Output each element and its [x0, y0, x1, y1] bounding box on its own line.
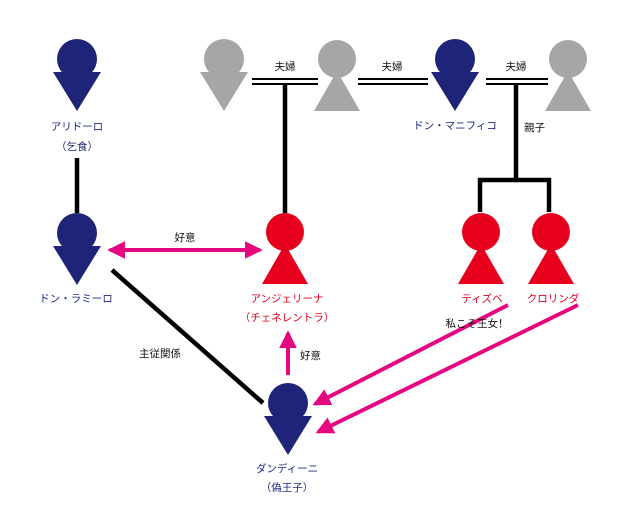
label-princess-claim: 私こそ王女！ [446, 317, 509, 330]
arrow-clorinda-dandini [315, 303, 579, 434]
figure-magnifico [431, 39, 479, 111]
figures [53, 39, 591, 455]
name-angelina: アンジェリーナ [250, 293, 323, 305]
female-figure-icon [549, 40, 587, 78]
name-magnifico: ドン・マニフィコ [413, 120, 497, 132]
female-figure-icon [462, 213, 500, 251]
label-master-servant: 主従関係 [139, 347, 181, 360]
label-couple-1: 夫婦 [275, 61, 296, 73]
name-labels: アリドーロ （乞食） ドン・マニフィコ ドン・ラミーロ アンジェリーナ （チェネ… [39, 120, 579, 494]
female-figure-body [545, 71, 591, 111]
figure-dandini [264, 383, 312, 455]
grey-female-figure-2 [545, 40, 591, 111]
male-figure-body [53, 72, 101, 111]
figure-tisbe [458, 213, 504, 284]
name-dandini: ダンディーニ [256, 462, 318, 475]
name-clorinda: クロリンダ [527, 292, 580, 305]
grey-female-figure-1 [314, 40, 360, 111]
figure-ramiro [53, 213, 101, 285]
male-figure-body [53, 246, 101, 285]
male-figure-icon [268, 383, 308, 423]
name-tisbe: ティズベ [461, 292, 502, 305]
figure-aridoro [53, 39, 101, 111]
master-servant-line [110, 268, 265, 405]
male-figure-body [431, 72, 479, 111]
male-figure-body [264, 416, 312, 455]
label-affection-1: 好意 [175, 231, 196, 244]
label-couple-2: 夫婦 [382, 61, 403, 73]
relation-labels: 夫婦 夫婦 夫婦 親子 好意 好意 主従関係 私こそ王女！ [139, 61, 545, 362]
male-figure-body [200, 72, 248, 111]
grey-male-figure-1 [200, 39, 248, 111]
name-ramiro: ドン・ラミーロ [39, 293, 113, 305]
sub-aridoro: （乞食） [56, 140, 98, 153]
label-affection-2: 好意 [300, 349, 321, 362]
figure-clorinda [528, 213, 574, 284]
female-figure-body [458, 244, 504, 284]
female-figure-body [528, 244, 574, 284]
relationship-lines [74, 78, 552, 405]
female-figure-icon [266, 213, 304, 251]
female-figure-body [262, 244, 308, 284]
male-figure-icon [57, 39, 97, 79]
female-figure-icon [532, 213, 570, 251]
female-figure-icon [318, 40, 356, 78]
name-aridoro: アリドーロ [51, 121, 104, 133]
male-figure-icon [57, 213, 97, 253]
sub-dandini: （偽王子） [261, 481, 314, 494]
female-figure-body [314, 71, 360, 111]
figure-angelina [262, 213, 308, 284]
male-figure-icon [435, 39, 475, 79]
arrow-tisbe-dandini [312, 303, 509, 406]
male-figure-icon [204, 39, 244, 79]
label-couple-3: 夫婦 [506, 61, 527, 73]
sub-angelina: （チェネレントラ） [240, 312, 335, 324]
label-parent-child: 親子 [524, 121, 545, 134]
arrows [107, 241, 579, 434]
